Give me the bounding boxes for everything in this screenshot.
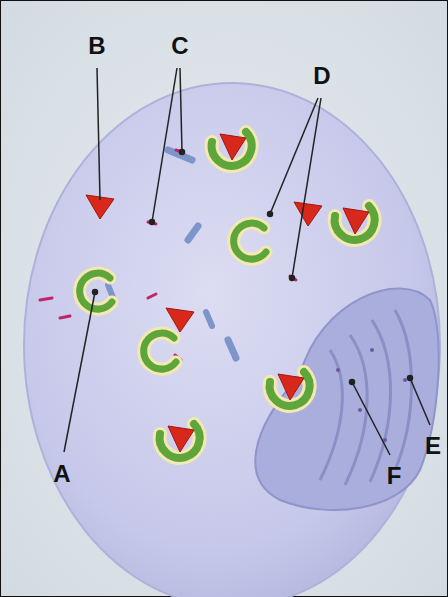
part-letter: B <box>88 34 105 58</box>
rough-er <box>255 289 438 510</box>
part-letter: C <box>171 34 188 58</box>
enzyme-shape <box>234 223 266 259</box>
trna-bars <box>108 150 236 358</box>
amino-acid-triangle <box>294 202 322 226</box>
charged-trna <box>335 206 375 240</box>
leader-lines <box>64 68 430 455</box>
enzyme-shape <box>80 273 112 309</box>
part-letter: E <box>425 434 441 458</box>
charged-trna <box>270 372 310 406</box>
part-letter: F <box>387 464 402 488</box>
er-folds <box>320 310 412 485</box>
part-letter: A <box>53 462 70 486</box>
part-letter: D <box>313 64 330 88</box>
charged-trna <box>160 424 200 458</box>
charged-trna <box>212 132 252 166</box>
ribosome-dots <box>336 348 407 442</box>
cell-membrane <box>24 83 440 597</box>
enzyme-shape <box>144 333 176 369</box>
